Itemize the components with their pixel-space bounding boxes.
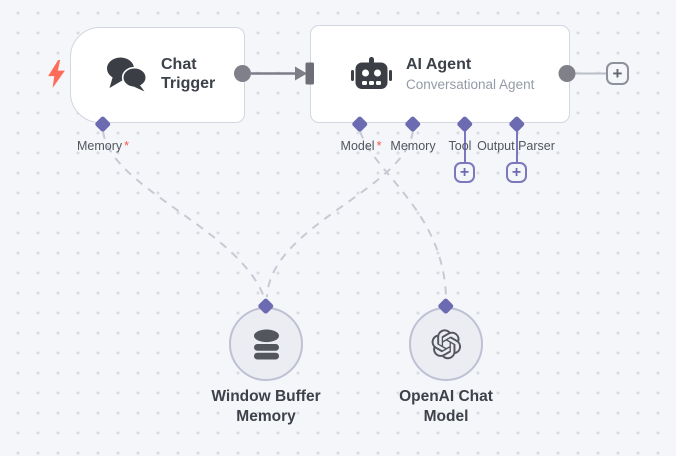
node-chat-trigger[interactable]: Chat Trigger (70, 27, 245, 123)
robot-icon (351, 57, 392, 89)
plus-icon: + (511, 163, 522, 181)
connection-agent-memory-to-wbm (266, 130, 414, 298)
database-icon (253, 329, 279, 359)
openai-logo-icon (431, 328, 461, 359)
port-label-output-parser: Output Parser (477, 139, 555, 153)
port-label-chat-memory: Memory* (76, 139, 130, 153)
ai-agent-title: AI Agent (406, 55, 472, 73)
port-label-tool: Tool (448, 139, 472, 153)
node-ai-agent[interactable]: AI Agent Conversational Agent (310, 25, 570, 123)
connection-chat-memory-to-wbm (102, 130, 265, 298)
plus-icon: + (612, 63, 623, 83)
plus-icon: + (459, 163, 470, 181)
agent-output-add-button[interactable]: + (606, 62, 629, 85)
connection-agent-model-to-openai (359, 130, 447, 298)
add-output-parser-button[interactable]: + (506, 162, 527, 183)
arrowhead-icon (295, 66, 307, 81)
lightning-trigger-icon (48, 60, 65, 88)
required-asterisk: * (124, 139, 130, 153)
label-window-buffer-memory: Window Buffer Memory (211, 388, 321, 426)
add-tool-button[interactable]: + (454, 162, 475, 183)
port-label-memory: Memory (390, 139, 436, 153)
node-window-buffer-memory[interactable] (229, 307, 303, 381)
required-asterisk: * (376, 139, 382, 153)
node-openai-chat-model[interactable] (409, 307, 483, 381)
port-label-model: Model* (340, 139, 382, 153)
ai-agent-subtitle: Conversational Agent (406, 77, 535, 93)
chat-trigger-title: Chat Trigger (161, 56, 216, 92)
chat-bubbles-icon (107, 57, 148, 93)
label-openai-chat-model: OpenAI Chat Model (399, 388, 493, 426)
